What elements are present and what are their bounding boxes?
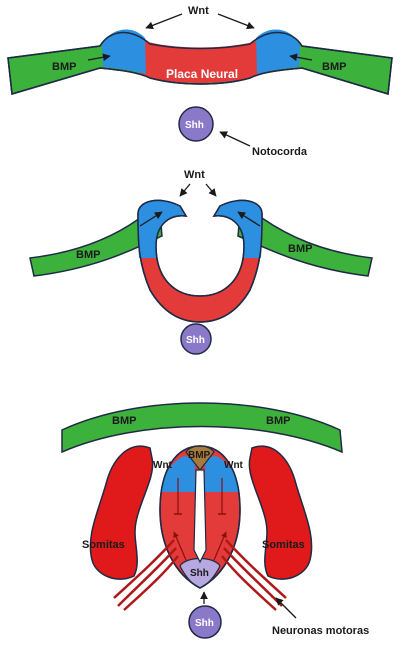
shh-arrow-left xyxy=(173,531,187,561)
stage-neural-tube: BMP BMP Somitas Somitas BMP Wnt Wnt Shh xyxy=(61,402,369,639)
motor-axons-left xyxy=(113,539,179,611)
neural-tube-lumen xyxy=(193,469,207,564)
bmp-ectoderm-label-left: BMP xyxy=(112,415,136,427)
bmp-arrow-right xyxy=(289,53,313,62)
wnt-label: Wnt xyxy=(188,5,209,17)
wnt-arrow-right-2 xyxy=(205,183,217,197)
notochord-pointer xyxy=(219,131,251,147)
notochord-circle xyxy=(178,106,214,142)
stage-neural-folds: BMP BMP Wnt Shh xyxy=(29,169,373,355)
wnt-arrow-left xyxy=(145,13,183,30)
notochord-circle-3 xyxy=(188,605,222,639)
shh-arrow-right xyxy=(213,531,227,561)
bmp-label-right-2: BMP xyxy=(288,243,312,255)
motor-neurons-label: Neuronas motoras xyxy=(272,625,369,637)
somite-right xyxy=(248,445,313,580)
bmp-label-right: BMP xyxy=(322,61,346,73)
ectoderm-left-arm xyxy=(29,213,163,277)
shh-notochord-label: Shh xyxy=(195,618,214,629)
bmp-ectoderm-label-right: BMP xyxy=(266,415,290,427)
neural-plate-label: Placa Neural xyxy=(166,67,238,81)
shh-floor-label: Shh xyxy=(190,568,209,579)
wnt-label-left-3: Wnt xyxy=(153,460,173,471)
notochord-circle-2 xyxy=(180,323,212,355)
stage-neural-plate: BMP BMP Placa Neural Wnt Shh Notocorda xyxy=(7,5,393,158)
wnt-arrow-left-2 xyxy=(179,183,191,197)
wnt-label-right-3: Wnt xyxy=(224,460,244,471)
wnt-arrow-right xyxy=(217,13,255,30)
motor-neurons-pointer xyxy=(275,597,297,619)
somites-label-right: Somitas xyxy=(262,539,305,551)
neural-tube-blue-left xyxy=(138,200,186,258)
ectoderm-right-arm xyxy=(237,213,373,277)
shh-label: Shh xyxy=(185,120,204,131)
neural-border-left xyxy=(102,29,146,74)
bmp-arrow-left-2 xyxy=(139,211,163,227)
neural-tube-dorsal-left xyxy=(161,456,195,492)
bmp-roof-label: BMP xyxy=(188,450,211,461)
bmp-arrow-left xyxy=(87,53,111,62)
shh-label-2: Shh xyxy=(186,335,205,346)
neural-plate-shape xyxy=(140,40,262,83)
ectoderm-arc xyxy=(61,402,343,454)
notochord-label: Notocorda xyxy=(252,146,308,158)
bmp-label-left-2: BMP xyxy=(76,249,100,261)
bmp-arrow-right-2 xyxy=(237,211,261,227)
neural-border-right xyxy=(256,29,300,74)
neural-tube-blue-right xyxy=(214,200,262,258)
somite-left xyxy=(89,445,154,580)
bmp-label-left: BMP xyxy=(52,61,76,73)
somites-label-left: Somitas xyxy=(82,539,125,551)
wnt-label-2: Wnt xyxy=(184,169,205,181)
neural-tube-dorsal-right xyxy=(205,456,239,492)
